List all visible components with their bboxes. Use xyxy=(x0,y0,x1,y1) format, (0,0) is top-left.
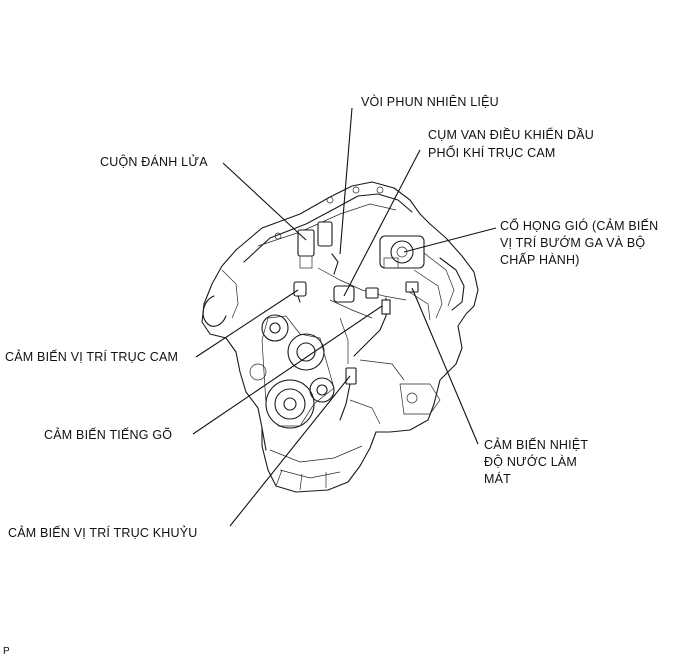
label-ect-line1: CẢM BIẾN NHIỆT xyxy=(484,437,588,454)
leader-lines xyxy=(193,108,496,526)
label-ect-line3: MÁT xyxy=(484,471,511,488)
label-ocv-line1: CỤM VAN ĐIỀU KHIỂN DẦU xyxy=(428,127,594,144)
label-ignition-coil: CUỘN ĐÁNH LỬA xyxy=(100,154,208,171)
label-crank-sensor: CẢM BIẾN VỊ TRÍ TRỤC KHUỶU xyxy=(8,525,197,542)
label-throttle-line3: CHẤP HÀNH) xyxy=(500,252,580,269)
leader-cam-sensor xyxy=(196,290,298,357)
leader-ignition-coil xyxy=(223,163,306,240)
label-fuel-injector: VÒI PHUN NHIÊN LIỆU xyxy=(361,94,499,111)
label-cam-sensor: CẢM BIẾN VỊ TRÍ TRỤC CAM xyxy=(5,349,178,366)
corner-mark: P xyxy=(3,646,10,657)
label-knock-sensor: CẢM BIẾN TIẾNG GÕ xyxy=(44,427,172,444)
engine-block xyxy=(202,182,478,492)
label-throttle-line1: CỔ HỌNG GIÓ (CẢM BIẾN xyxy=(500,218,658,235)
leader-ocv xyxy=(344,150,420,296)
label-throttle-line2: VỊ TRÍ BƯỚM GA VÀ BỘ xyxy=(500,235,645,252)
label-ect-line2: ĐỘ NƯỚC LÀM xyxy=(484,454,577,471)
label-ocv-line2: PHỐI KHÍ TRỤC CAM xyxy=(428,145,556,162)
leader-fuel-injector xyxy=(340,108,352,254)
